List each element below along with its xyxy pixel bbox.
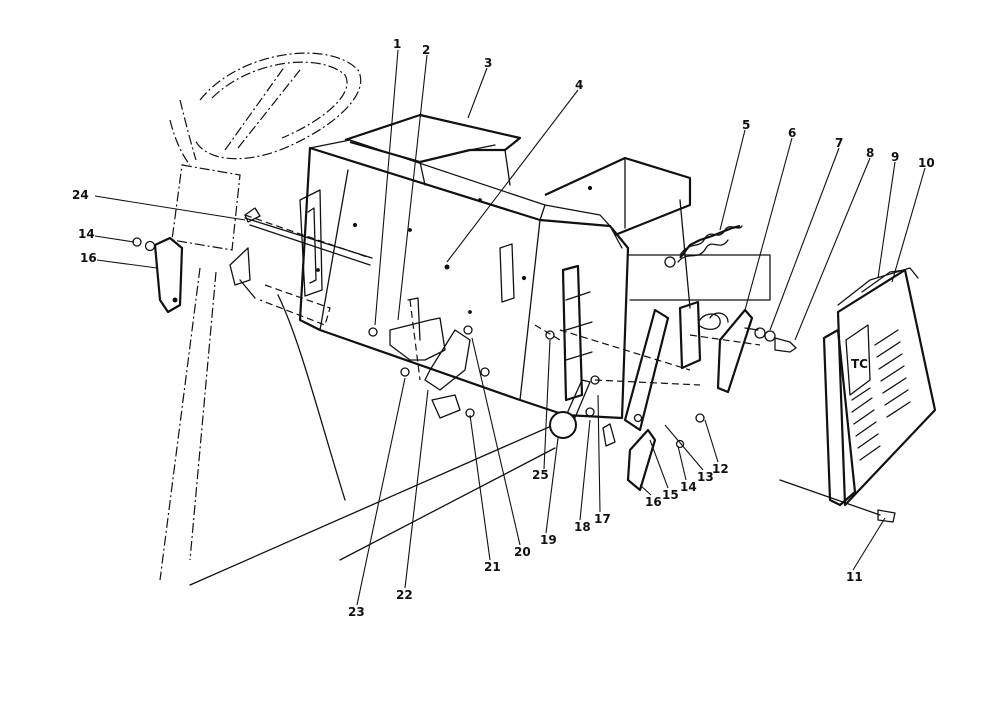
callout-14-left: 14 <box>78 227 95 241</box>
callout-8: 8 <box>866 146 874 160</box>
callout-17: 17 <box>594 512 611 526</box>
callout-14-right: 14 <box>680 480 697 494</box>
callout-19: 19 <box>540 533 557 547</box>
callout-15: 15 <box>662 488 679 502</box>
callout-9: 9 <box>891 150 899 164</box>
callout-20: 20 <box>514 545 531 559</box>
callout-24: 24 <box>72 188 89 202</box>
callout-5: 5 <box>742 118 750 132</box>
grille-emblem: TC <box>851 357 868 371</box>
callout-16-left: 16 <box>80 251 97 265</box>
callout-6: 6 <box>788 126 796 140</box>
callout-7: 7 <box>835 136 843 150</box>
grille-panel: TC <box>779 267 937 523</box>
grille-louvers <box>851 329 911 461</box>
leader-lines <box>94 49 926 606</box>
callout-22: 22 <box>396 588 413 602</box>
callout-16-right: 16 <box>645 495 662 509</box>
callout-13: 13 <box>697 470 714 484</box>
callout-12: 12 <box>712 462 729 476</box>
center-bracket-assembly <box>368 264 490 419</box>
callout-10: 10 <box>918 156 935 170</box>
dash-housing <box>298 113 771 420</box>
callout-4: 4 <box>575 78 583 92</box>
callout-21: 21 <box>484 560 501 574</box>
right-linkage-assembly <box>545 224 797 492</box>
chassis-phantom <box>189 214 761 586</box>
callout-18: 18 <box>574 520 591 534</box>
steering-wheel-phantom <box>159 52 362 581</box>
callout-labels: 1 2 3 4 5 6 7 8 9 10 11 12 13 14 14 15 1… <box>72 37 935 619</box>
left-bracket-assembly <box>132 207 373 314</box>
callout-23: 23 <box>348 605 365 619</box>
callout-11: 11 <box>846 570 863 584</box>
callout-3: 3 <box>484 56 492 70</box>
callout-2: 2 <box>422 43 430 57</box>
callout-1: 1 <box>393 37 401 51</box>
callout-25: 25 <box>532 468 549 482</box>
